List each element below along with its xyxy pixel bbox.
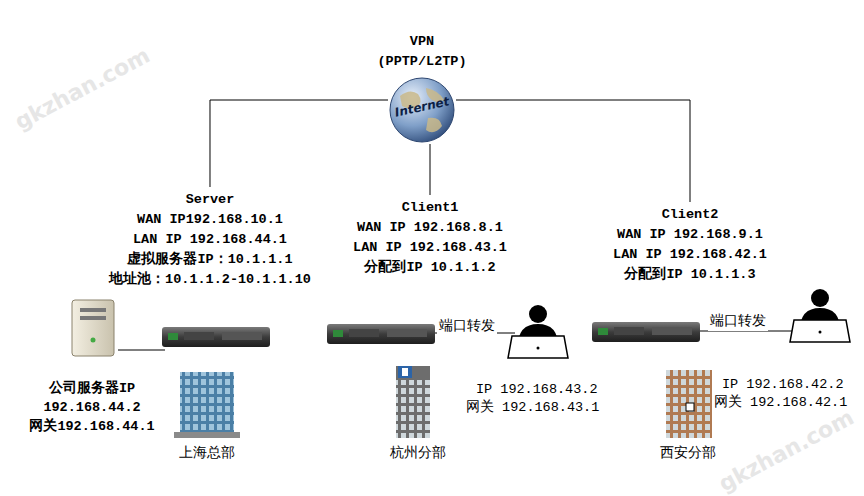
site-info-block: ServerWAN IP192.168.10.1LAN IP 192.168.4… — [109, 190, 311, 290]
site-detail: 分配到IP 10.1.1.3 — [613, 265, 767, 285]
server-label: 192.168.44.2 — [43, 399, 140, 417]
link-label: 端口转发 — [437, 318, 497, 336]
watermark: gkzhan.com — [12, 46, 152, 132]
network-link — [430, 144, 431, 195]
site-detail: WAN IP 192.168.9.1 — [613, 225, 767, 245]
site-name: 西安分部 — [660, 443, 716, 461]
host-ip: IP 192.168.42.2 — [722, 376, 844, 394]
site-info-block: Client1WAN IP 192.168.8.1LAN IP 192.168.… — [353, 198, 507, 278]
internet-cloud: VPN (PPTP/L2TP)Internet — [388, 76, 456, 144]
router-devices — [162, 322, 700, 347]
site-detail: LAN IP 192.168.42.1 — [613, 245, 767, 265]
site-detail: LAN IP 192.168.44.1 — [109, 230, 311, 250]
host-ip: IP 192.168.43.2 — [476, 381, 598, 399]
network-link — [210, 100, 388, 187]
site-name: 杭州分部 — [390, 443, 446, 461]
site-heading: Client2 — [613, 205, 767, 225]
link-label: 端口转发 — [708, 313, 768, 331]
host-gateway: 网关 192.168.43.1 — [466, 399, 599, 417]
site-heading: Client1 — [353, 198, 507, 218]
site-detail: 分配到IP 10.1.1.2 — [353, 258, 507, 278]
server-tower — [72, 300, 114, 356]
site-detail: WAN IP 192.168.8.1 — [353, 218, 507, 238]
host-gateway: 网关 192.168.42.1 — [714, 394, 847, 412]
users — [508, 289, 850, 358]
site-heading: Server — [109, 190, 311, 210]
buildings — [174, 366, 712, 438]
server-label: 网关192.168.44.1 — [29, 418, 154, 436]
site-detail: LAN IP 192.168.43.1 — [353, 238, 507, 258]
network-link — [456, 100, 690, 202]
site-name: 上海总部 — [179, 443, 235, 461]
network-title: VPN (PPTP/L2TP) — [362, 32, 482, 72]
site-detail: 虚拟服务器IP：10.1.1.1 — [109, 250, 311, 270]
server-label: 公司服务器IP — [49, 380, 135, 398]
watermark: gkzhan.com — [716, 408, 856, 494]
site-info-block: Client2WAN IP 192.168.9.1LAN IP 192.168.… — [613, 205, 767, 285]
site-detail: WAN IP192.168.10.1 — [109, 210, 311, 230]
site-detail: 地址池：10.1.1.2-10.1.1.10 — [109, 270, 311, 290]
